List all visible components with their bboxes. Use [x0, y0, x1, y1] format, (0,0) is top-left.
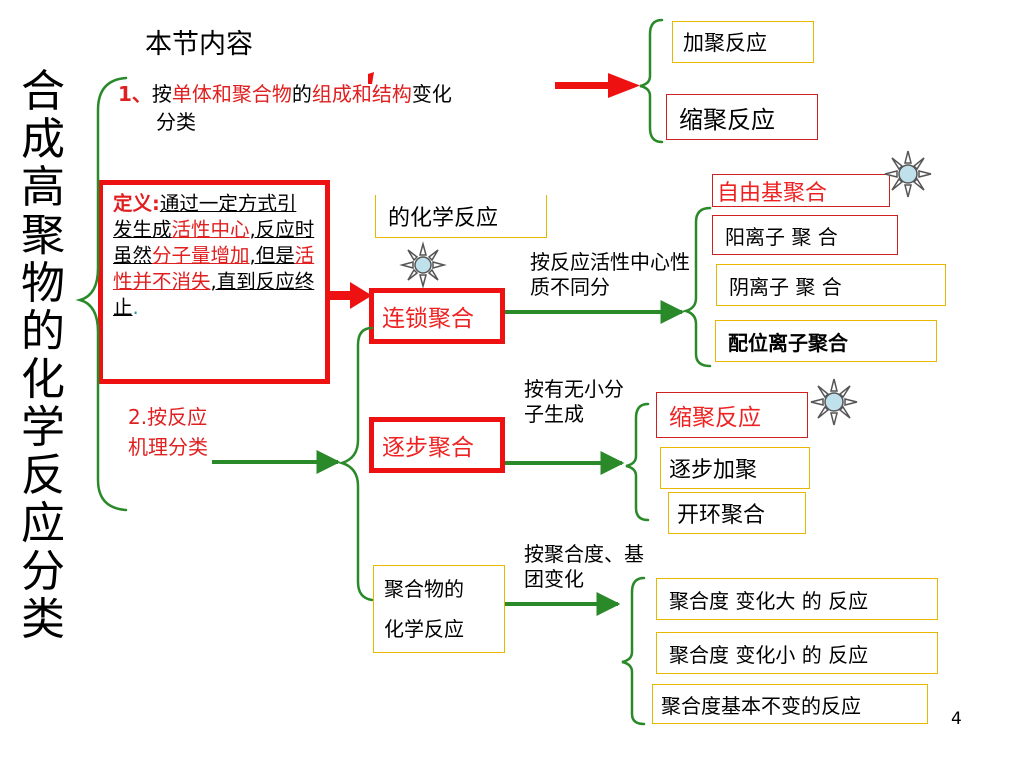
cls1-num: 1、 — [118, 82, 152, 106]
branch-dp-small: 聚合度 变化小 的 反应 — [656, 632, 938, 674]
sun-icon-1 — [399, 241, 447, 289]
branch-step-condensation: 缩聚反应 — [656, 392, 808, 438]
branch-cationic: 阳离子 聚 合 — [712, 215, 898, 255]
branch-dp-constant: 聚合度基本不变的反应 — [652, 684, 928, 724]
cls1-t1: 按 — [151, 82, 172, 106]
class1-brace — [639, 18, 664, 144]
def-p4: 分子量增加 — [152, 244, 250, 267]
page-number: 4 — [951, 709, 962, 729]
cls1-t3: 的 — [291, 82, 312, 106]
cls1-t6: 分类 — [156, 110, 196, 134]
title-char: 类 — [21, 594, 65, 645]
title-char: 反 — [21, 450, 65, 501]
title-char: 化 — [21, 354, 65, 405]
branch-addition-polymerization: 加聚反应 — [672, 21, 814, 63]
title-char: 物 — [21, 258, 65, 309]
step-polymerization-box: 逐步聚合 — [369, 417, 505, 473]
sun-icon-2 — [884, 150, 932, 198]
branch-step-addition: 逐步加聚 — [660, 447, 810, 489]
cls1-t5: 变化 — [411, 82, 452, 106]
mechanism-brace — [337, 326, 374, 602]
cls1-t2: 单体和聚合物 — [171, 82, 292, 106]
def-p3: ,反应时虽然 — [113, 218, 315, 267]
polymer-reaction-box: 聚合物的 化学反应 — [373, 565, 505, 653]
title-char: 应 — [21, 498, 65, 549]
polymer-criterion: 按聚合度、基团变化 — [524, 542, 644, 591]
branch-ring-opening: 开环聚合 — [668, 492, 806, 534]
def-p2: 活性中心 — [171, 218, 250, 241]
branch-anionic: 阴离子 聚 合 — [716, 264, 946, 306]
chain-criterion: 按反应活性中心性质不同分 — [530, 250, 690, 299]
branch-dp-large: 聚合度 变化大 的 反应 — [656, 578, 938, 620]
section-title: 本节内容 — [145, 29, 253, 60]
def-p5: ,但是 — [249, 244, 295, 267]
chain-polymerization-box: 连锁聚合 — [369, 288, 505, 344]
definition-box: 定义:通过一定方式引发生成活性中心,反应时虽然分子量增加,但是活性并不消失,直到… — [98, 180, 330, 384]
chain-brace — [681, 206, 712, 368]
classification-1: 1、按单体和聚合物的组成和结构变化 分类 — [118, 80, 558, 136]
branch-free-radical: 自由基聚合 — [712, 174, 890, 207]
def-p7: ,直到反应终止 — [113, 270, 315, 319]
cls1-t4: 组成和结构 — [311, 82, 412, 106]
step-brace — [625, 402, 650, 522]
def-p1: 通过一定方式引发生成 — [113, 192, 297, 241]
title-char: 学 — [21, 402, 65, 453]
title-char: 合 — [21, 66, 65, 117]
branch-coordination: 配位离子聚合 — [715, 320, 937, 362]
step-criterion: 按有无小分子生成 — [524, 377, 624, 426]
def-p6: 活性并不消失 — [113, 244, 315, 293]
def-label: 定义: — [113, 192, 160, 215]
title-char: 的 — [21, 306, 65, 357]
title-char: 成 — [21, 114, 65, 165]
main-brace — [75, 76, 128, 512]
def-p8: . — [132, 296, 139, 319]
chain-fragment-box: 的化学反应 — [375, 195, 547, 238]
sun-icon-3 — [810, 378, 858, 426]
vertical-title: 合成高聚物的化学反应分类 — [18, 68, 68, 644]
polymer-brace — [621, 576, 646, 726]
classification-2-label: 2.按反应机理分类 — [128, 405, 208, 459]
title-char: 高 — [21, 162, 65, 213]
title-char: 分 — [21, 546, 65, 597]
title-char: 聚 — [21, 210, 65, 261]
branch-condensation-polymerization: 缩聚反应 — [666, 94, 818, 140]
